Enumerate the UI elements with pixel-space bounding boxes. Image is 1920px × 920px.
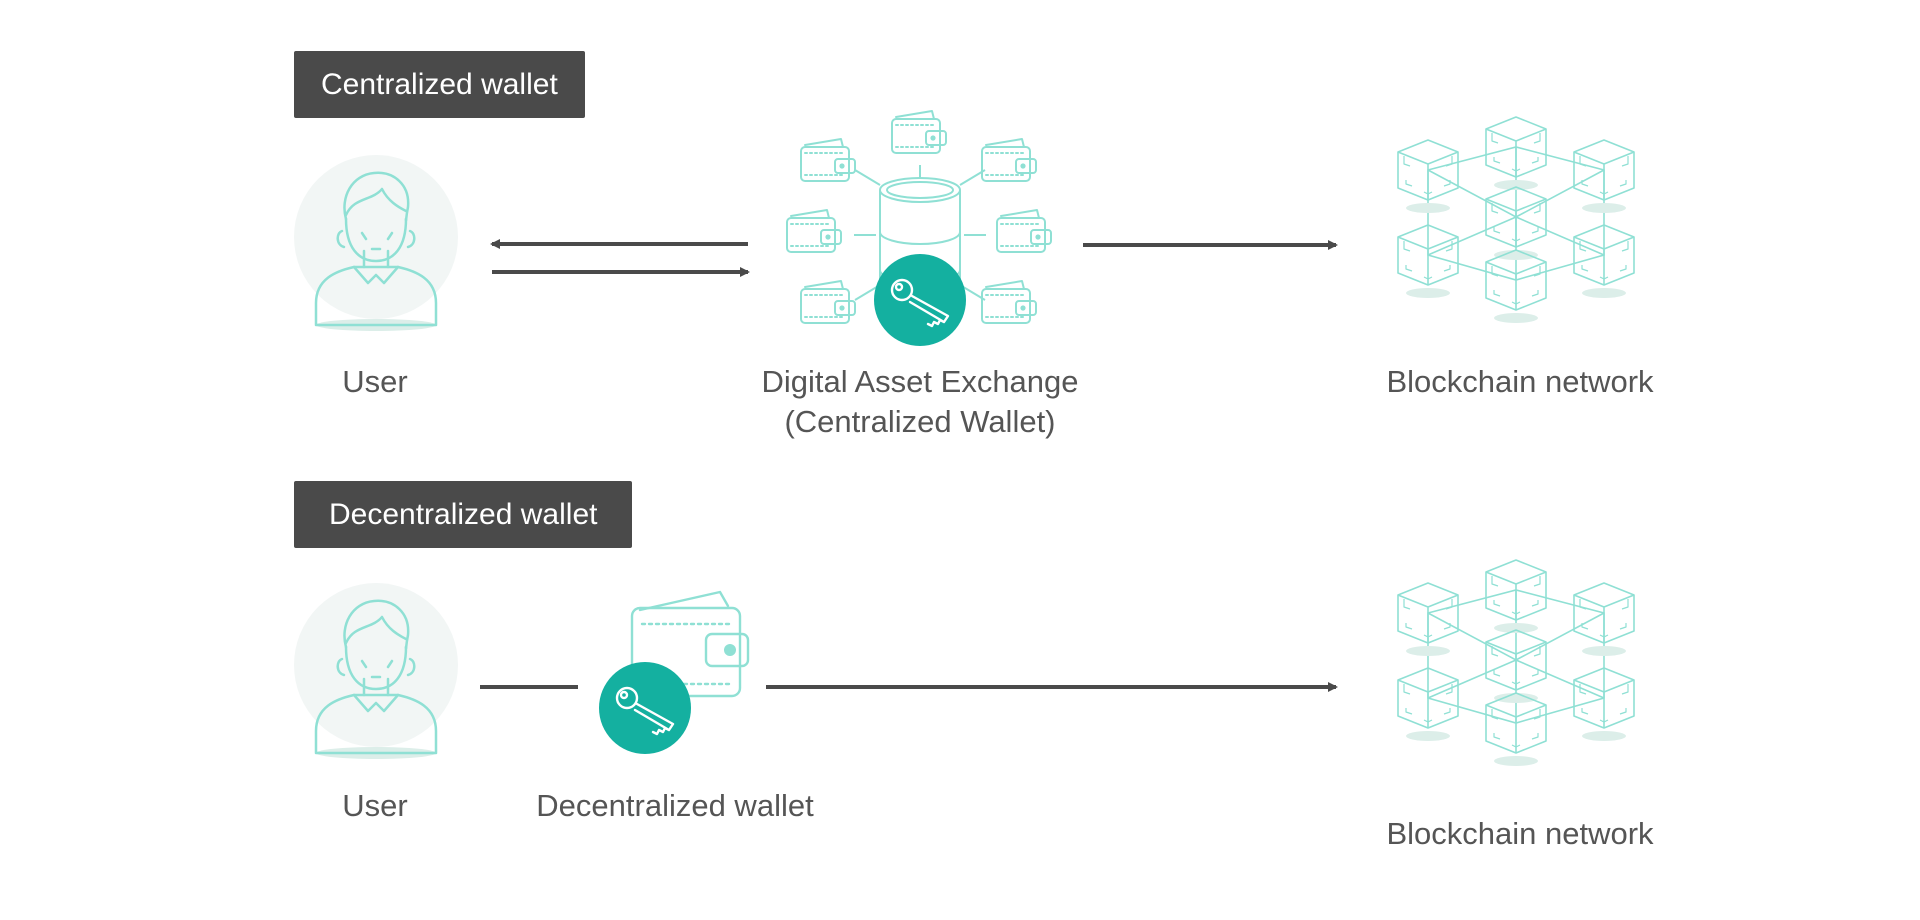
decentralized-user-icon [292, 581, 460, 761]
blockchain-network-icon [1398, 560, 1634, 766]
wallet-icon [786, 209, 842, 253]
wallet-icon [891, 110, 947, 154]
exchange-label-line1: Digital Asset Exchange [761, 364, 1079, 399]
centralized-user-icon [292, 153, 460, 333]
decentralized-user-label: User [342, 788, 408, 823]
wallet-icon [800, 280, 856, 324]
centralized-user-label: User [342, 364, 408, 399]
decentralized-network-label: Blockchain network [1386, 816, 1654, 851]
exchange-label-line2: (Centralized Wallet) [784, 404, 1056, 439]
wallet-icon [981, 138, 1037, 182]
wallet-icon [981, 280, 1037, 324]
key-icon [597, 660, 693, 756]
centralized-wallet-badge: Centralized wallet [294, 51, 585, 118]
exchange-icon [786, 110, 1052, 348]
blockchain-network-icon [1398, 117, 1634, 323]
wallet-icon [800, 138, 856, 182]
decentralized-wallet-badge: Decentralized wallet [294, 481, 633, 548]
wallet-icon [996, 209, 1052, 253]
decentralized-wallet-label: Decentralized wallet [536, 788, 814, 823]
key-icon [872, 252, 968, 348]
centralized-network-label: Blockchain network [1386, 364, 1654, 399]
